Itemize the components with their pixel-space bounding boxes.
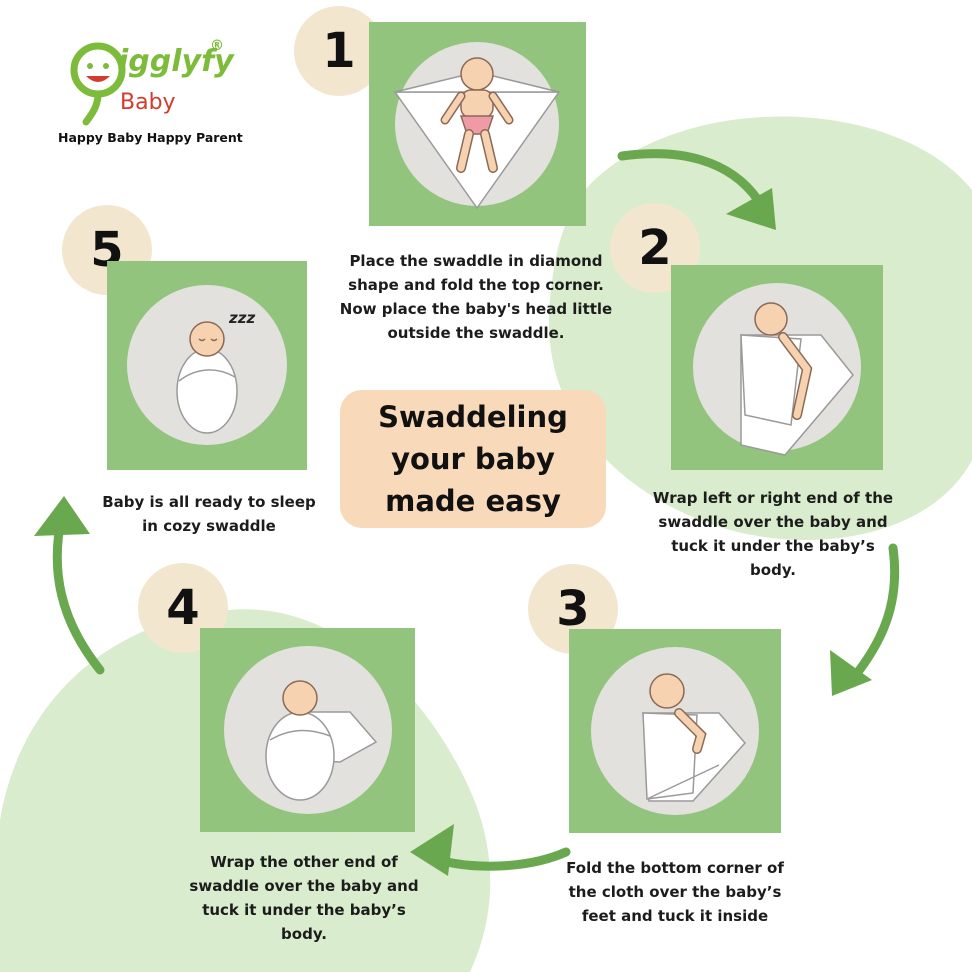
step-5-caption: Baby is all ready to sleep in cozy swadd… [102, 493, 316, 535]
page-title: Swaddeling your baby made easy [378, 400, 568, 518]
baby-face-logo-icon [70, 42, 126, 126]
step-4-badge: 4 [138, 563, 228, 653]
brand-name: igglyfy [118, 44, 234, 79]
arrowhead-3 [410, 824, 454, 876]
step-2-panel [671, 265, 883, 470]
step-4-caption: Wrap the other end of swaddle over the b… [189, 853, 419, 943]
baby-head [649, 673, 685, 709]
baby-head [282, 680, 318, 716]
step-2-badge: 2 [610, 203, 700, 293]
sleep-zzz: zzz [228, 309, 255, 327]
arrow-2-to-3 [845, 543, 900, 687]
arrowhead-4 [34, 496, 90, 536]
step-5-illustration: zzz [127, 285, 287, 445]
step-2-illustration [693, 283, 861, 456]
step-3-panel [569, 629, 781, 833]
step-2-caption: Wrap left or right end of the swaddle ov… [652, 489, 894, 579]
title-box: Swaddeling your baby made easy [340, 390, 606, 528]
arrow-4-to-5 [52, 510, 105, 675]
step-3-illustration [591, 647, 759, 815]
step-1-panel [369, 22, 586, 226]
brand-sub: Baby [120, 90, 176, 115]
step-4-panel [200, 628, 415, 832]
arrowhead-1 [726, 188, 776, 230]
arrowhead-2 [830, 650, 872, 696]
baby-head [460, 57, 494, 91]
baby-head [189, 321, 225, 357]
arrow-1-to-2 [617, 149, 763, 205]
step-1-caption: Place the swaddle in diamond shape and f… [339, 252, 613, 342]
step-1-illustration [393, 42, 561, 210]
step-3-caption: Fold the bottom corner of the cloth over… [566, 859, 784, 925]
step-5-panel: zzz [107, 261, 307, 470]
baby-head [754, 302, 788, 336]
brand-tagline: Happy Baby Happy Parent [58, 130, 243, 145]
step-4-illustration [224, 646, 392, 814]
registered-mark: ® [210, 38, 224, 54]
brand-logo: igglyfy ® Baby Happy Baby Happy Parent [56, 38, 256, 148]
